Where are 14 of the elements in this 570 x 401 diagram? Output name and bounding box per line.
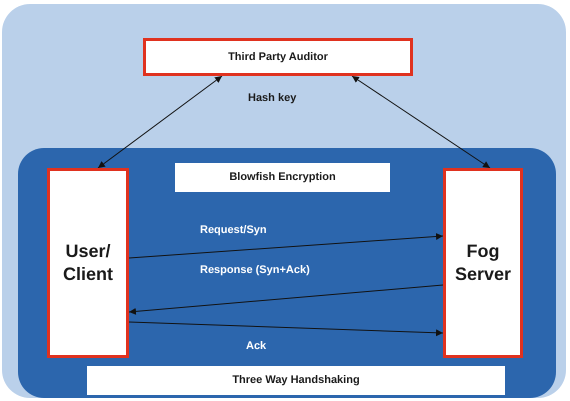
text-box: Blowfish Encryption [175,163,390,192]
text-box: Third Party Auditor [143,38,413,76]
text-box: Fog Server [443,168,523,358]
edge-label: Request/Syn [200,224,267,236]
arrow [128,322,444,336]
text-box: Three Way Handshaking [87,366,505,395]
edge-label: Ack [246,340,266,352]
text-label: Hash key [248,92,296,104]
arrow [98,76,222,168]
edge-label: Response (Syn+Ack) [200,264,310,276]
arrow [128,233,444,258]
arrow [352,76,490,168]
arrow [128,284,444,315]
text-box: User/ Client [47,168,129,358]
